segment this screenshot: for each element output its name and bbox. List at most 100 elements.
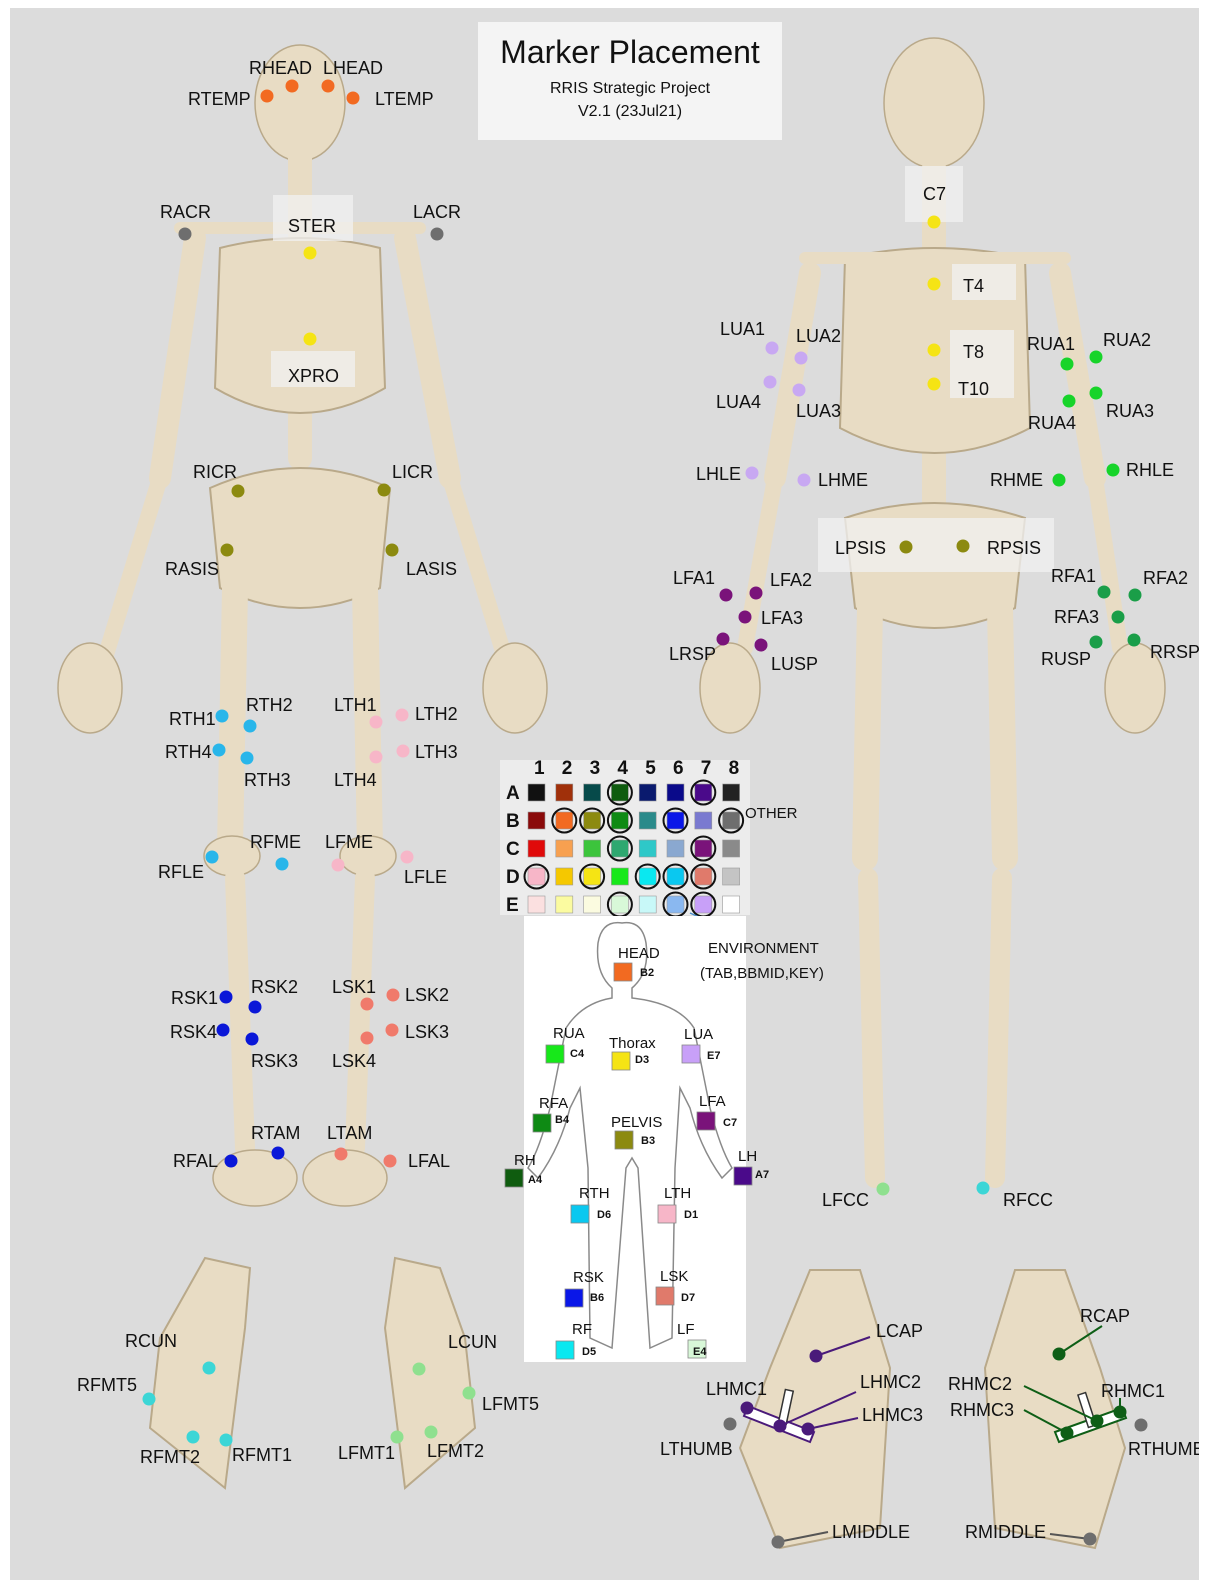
xpro-marker <box>304 333 317 346</box>
rsk3-label: RSK3 <box>251 1051 298 1071</box>
segment-swatch-head <box>614 963 632 981</box>
rthumb-marker <box>1135 1419 1148 1432</box>
segment-code-rh: A4 <box>528 1174 543 1186</box>
lfme-marker <box>332 859 345 872</box>
palette-swatch <box>667 868 684 885</box>
rfa2-marker <box>1129 589 1142 602</box>
lua2-label: LUA2 <box>796 326 841 346</box>
palette-swatch <box>556 840 573 857</box>
lfa1-marker <box>720 589 733 602</box>
segment-swatch-pelvis <box>615 1131 633 1149</box>
segment-swatch-lh <box>734 1167 752 1185</box>
lhead-label: LHEAD <box>323 58 383 78</box>
lsk1-marker <box>361 998 374 1011</box>
rmiddle-marker <box>1084 1533 1097 1546</box>
rua4-marker <box>1063 395 1076 408</box>
c7-label: C7 <box>923 184 946 204</box>
segment-swatch-rth <box>571 1205 589 1223</box>
rcap-marker <box>1053 1348 1066 1361</box>
left-femur-back <box>865 608 870 858</box>
right-femur-back <box>1000 608 1005 858</box>
lth3-label: LTH3 <box>415 742 458 762</box>
segment-name-lsk: LSK <box>660 1268 688 1285</box>
segment-name-rth: RTH <box>579 1185 610 1202</box>
right-tibia-back <box>995 878 1002 1178</box>
lhme-label: LHME <box>818 470 868 490</box>
lmiddle-label: LMIDDLE <box>832 1522 910 1542</box>
segment-swatch-lth <box>658 1205 676 1223</box>
right-hand <box>58 643 122 733</box>
hand-closeups <box>740 1270 1125 1548</box>
segment-code-head: B2 <box>640 967 654 979</box>
segment-name-rf: RF <box>572 1321 592 1338</box>
palette-column-header: 2 <box>562 758 573 779</box>
ster-marker <box>304 247 317 260</box>
ricr-marker <box>232 485 245 498</box>
ltemp-label: LTEMP <box>375 89 434 109</box>
segment-swatch-rfa <box>533 1114 551 1132</box>
rfa3-label: RFA3 <box>1054 607 1099 627</box>
rfa1-marker <box>1098 586 1111 599</box>
left-femur <box>365 588 370 848</box>
rfmt2-label: RFMT2 <box>140 1447 200 1467</box>
palette-swatch <box>611 812 628 829</box>
rusp-label: RUSP <box>1041 649 1091 669</box>
rth3-label: RTH3 <box>244 770 291 790</box>
rua2-label: RUA2 <box>1103 330 1151 350</box>
rth1-label: RTH1 <box>169 709 216 729</box>
rua2-marker <box>1090 351 1103 364</box>
lua4-label: LUA4 <box>716 392 761 412</box>
rasis-label: RASIS <box>165 559 219 579</box>
lcap-marker <box>810 1350 823 1363</box>
palette-swatch <box>584 784 601 801</box>
rhead-label: RHEAD <box>249 58 312 78</box>
rua3-marker <box>1090 387 1103 400</box>
lsk4-label: LSK4 <box>332 1051 376 1071</box>
segment-code-lsk: D7 <box>681 1292 695 1304</box>
lsk2-label: LSK2 <box>405 985 449 1005</box>
color-palette-grid: 12345678ABCDEOTHER <box>500 758 798 932</box>
lasis-marker <box>386 544 399 557</box>
rasis-marker <box>221 544 234 557</box>
palette-column-header: 4 <box>617 758 628 779</box>
palette-swatch <box>556 868 573 885</box>
rcun-label: RCUN <box>125 1331 177 1351</box>
lhmc2-label: LHMC2 <box>860 1372 921 1392</box>
left-tibia <box>355 878 365 1148</box>
rua1-label: RUA1 <box>1027 334 1075 354</box>
licr-label: LICR <box>392 462 433 482</box>
rfcc-label: RFCC <box>1003 1190 1053 1210</box>
rsk4-marker <box>217 1024 230 1037</box>
rrsp-marker <box>1128 634 1141 647</box>
lth4-label: LTH4 <box>334 770 377 790</box>
lfcc-label: LFCC <box>822 1190 869 1210</box>
rtemp-marker <box>261 90 274 103</box>
rhmc3-label: RHMC3 <box>950 1400 1014 1420</box>
palette-swatch <box>611 784 628 801</box>
lth1-marker <box>370 716 383 729</box>
rfme-label: RFME <box>250 832 301 852</box>
palette-swatch <box>611 868 628 885</box>
palette-swatch <box>667 812 684 829</box>
rfa2-label: RFA2 <box>1143 568 1188 588</box>
lcap-label: LCAP <box>876 1321 923 1341</box>
rua3-label: RUA3 <box>1106 401 1154 421</box>
segment-name-rsk: RSK <box>573 1269 604 1286</box>
rhme-marker <box>1053 474 1066 487</box>
t10-label: T10 <box>958 379 989 399</box>
palette-column-header: 7 <box>701 758 712 779</box>
lpsis-label: LPSIS <box>835 538 886 558</box>
ltam-label: LTAM <box>327 1123 372 1143</box>
segment-code-rf: D5 <box>582 1346 596 1358</box>
palette-row-header: B <box>506 811 520 832</box>
right-humerus <box>160 238 195 478</box>
t4-marker <box>928 278 941 291</box>
palette-swatch <box>667 896 684 913</box>
right-tibia <box>235 878 245 1148</box>
palette-swatch <box>584 812 601 829</box>
lfle-marker <box>401 851 414 864</box>
lfa2-marker <box>750 587 763 600</box>
lth2-label: LTH2 <box>415 704 458 724</box>
palette-column-header: 6 <box>673 758 684 779</box>
segment-name-lua: LUA <box>684 1026 713 1043</box>
